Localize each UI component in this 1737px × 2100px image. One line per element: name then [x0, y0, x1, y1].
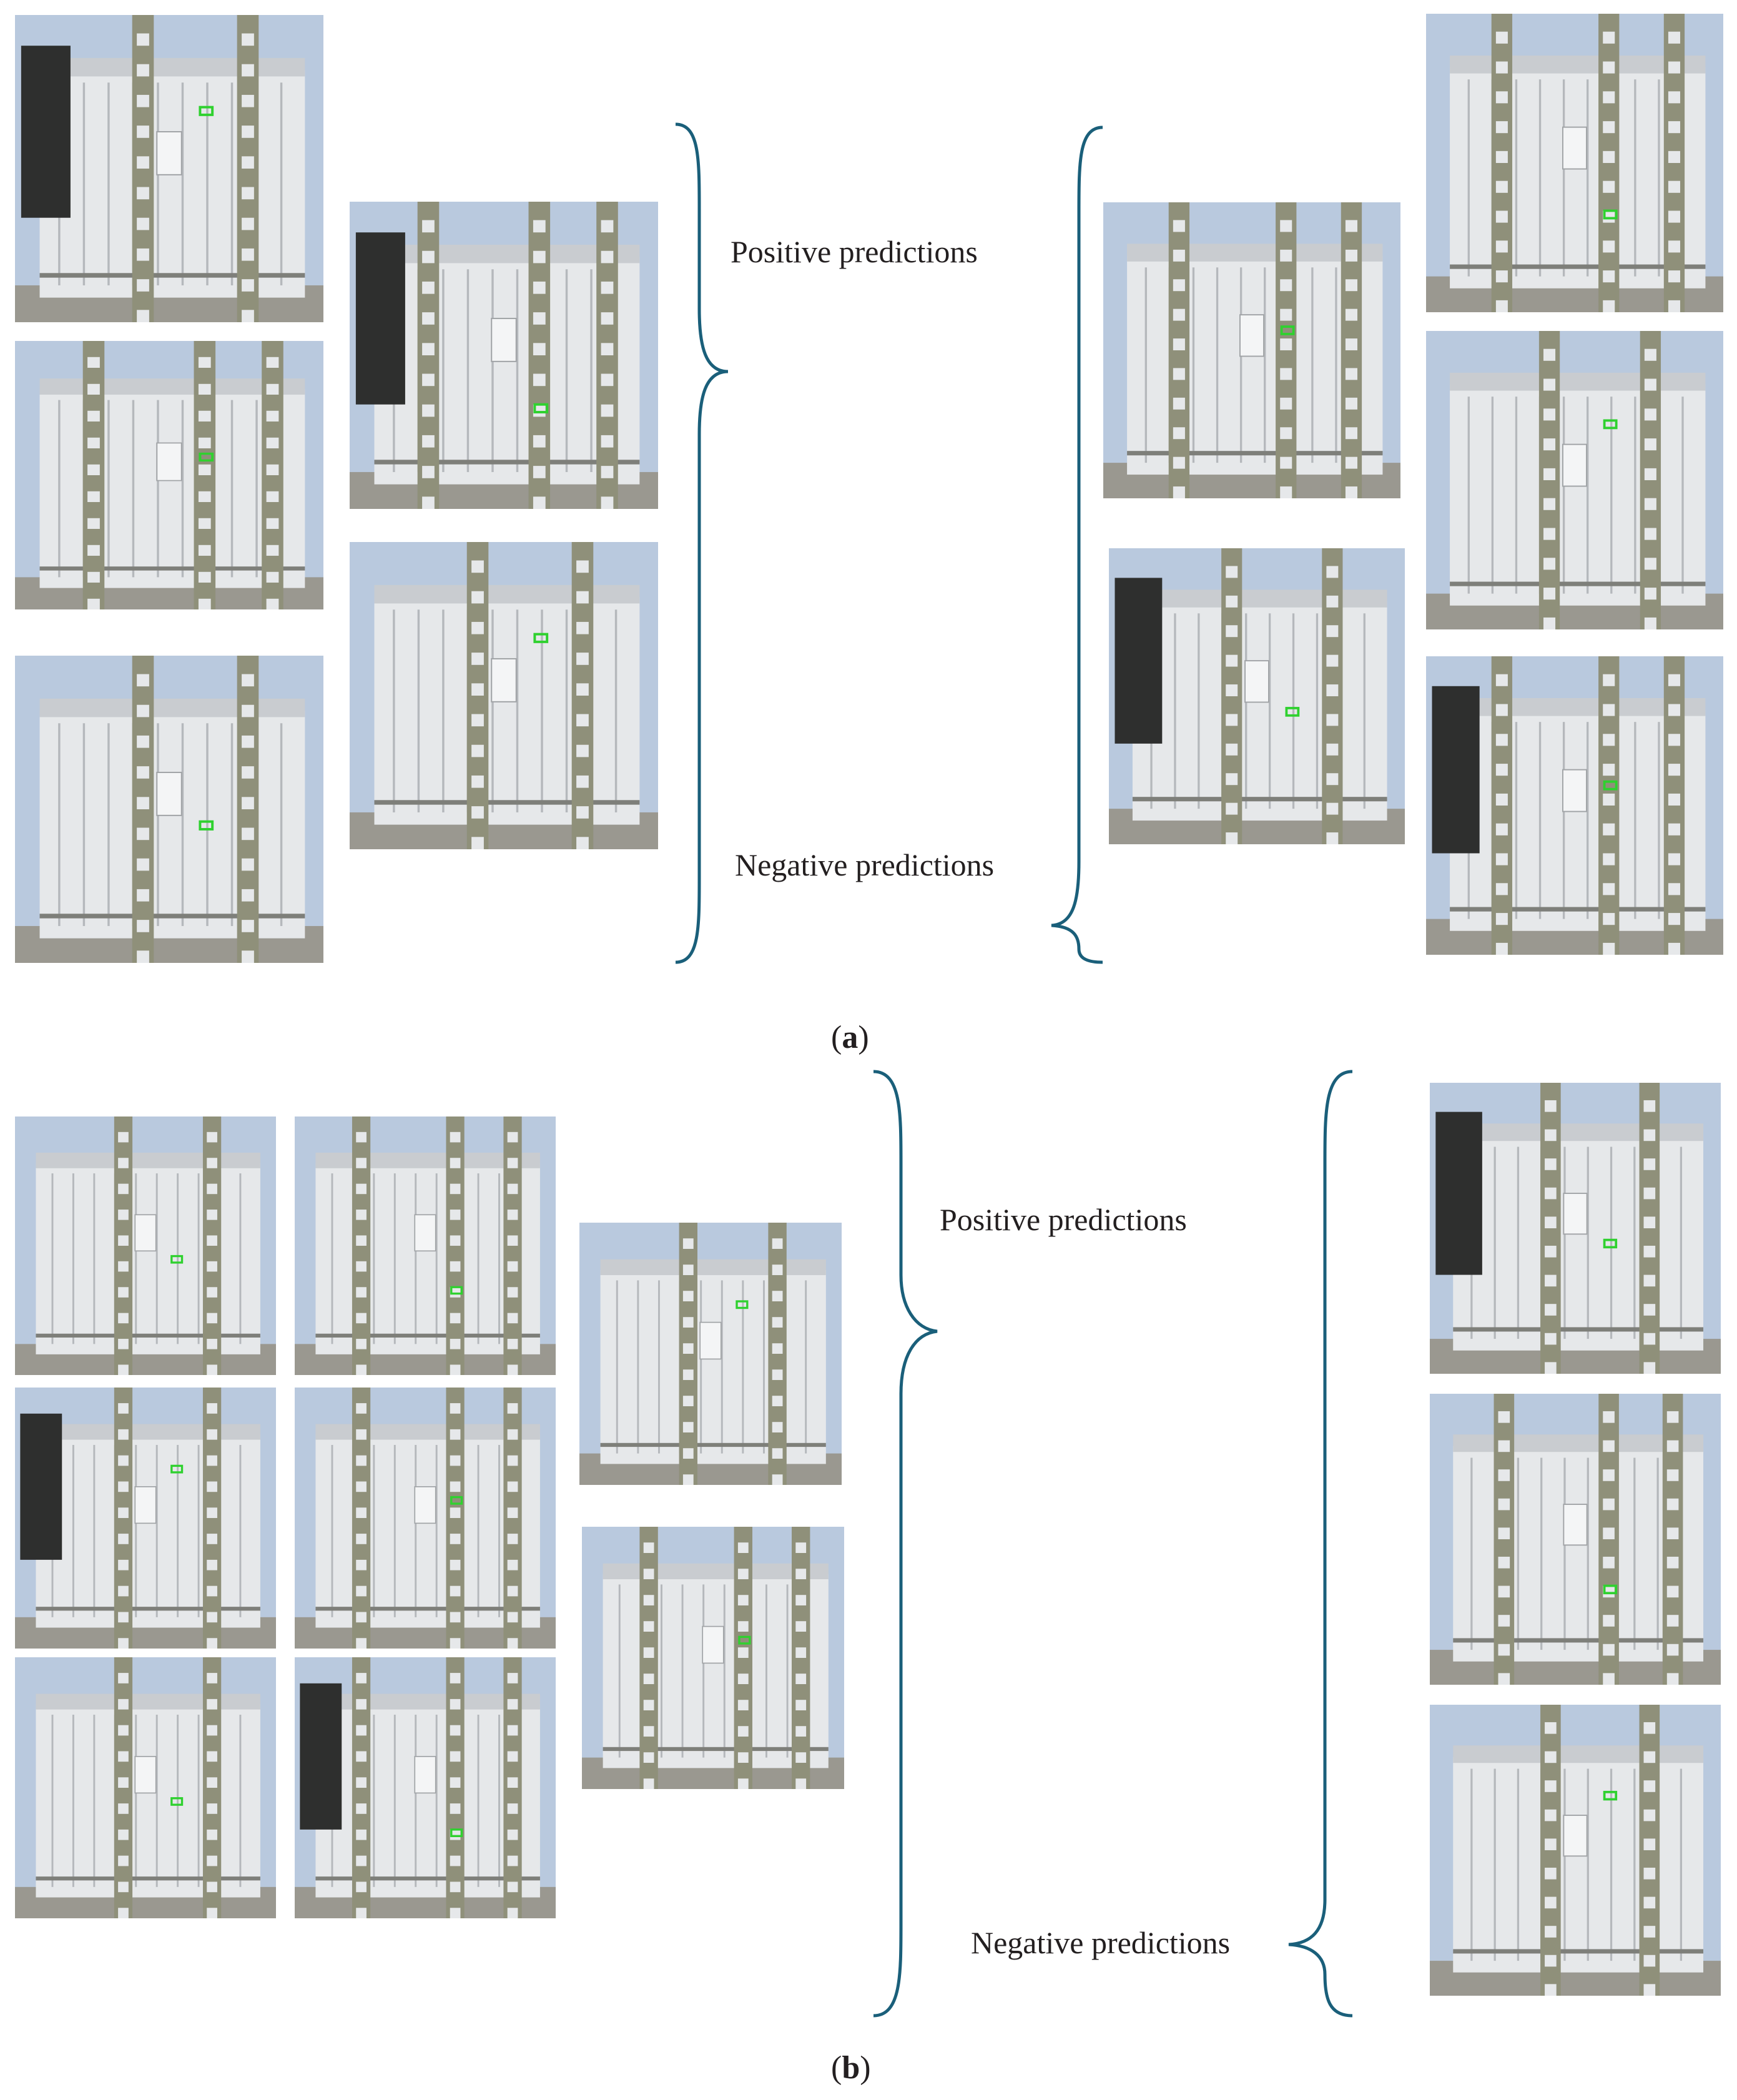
caption-a: (a): [831, 1020, 869, 1055]
transformer-photo: [1109, 548, 1405, 844]
b-positive-predictions-label: Positive predictions: [940, 1202, 1187, 1237]
photo-b-pos-7: [579, 1223, 842, 1485]
transformer-photo: [582, 1527, 844, 1789]
photo-b-pos-6: [295, 1657, 556, 1918]
photo-b-pos-5: [15, 1657, 276, 1918]
transformer-photo: [1426, 14, 1723, 312]
transformer-photo: [15, 341, 323, 609]
a-positive-predictions-label: Positive predictions: [731, 234, 978, 269]
transformer-photo: [350, 202, 658, 509]
brace-a-negative: [1051, 126, 1103, 964]
transformer-photo: [295, 1117, 556, 1375]
photo-b-neg-1: [1430, 1083, 1721, 1374]
photo-b-pos-1: [15, 1117, 276, 1375]
photo-b-pos-3: [15, 1388, 276, 1649]
photo-a-neg-2: [1109, 548, 1405, 844]
transformer-photo: [1430, 1394, 1721, 1685]
photo-b-pos-2: [295, 1117, 556, 1375]
photo-a-pos-3: [15, 656, 323, 963]
transformer-photo: [15, 1117, 276, 1375]
photo-a-pos-2: [15, 341, 323, 609]
transformer-photo: [15, 15, 323, 322]
transformer-photo: [350, 542, 658, 849]
transformer-photo: [579, 1223, 842, 1485]
transformer-photo: [295, 1657, 556, 1918]
caption-a-letter: a: [842, 1020, 859, 1055]
photo-a-pos-4: [350, 202, 658, 509]
caption-b-letter: b: [842, 2050, 860, 2086]
transformer-photo: [1426, 656, 1723, 955]
transformer-photo: [1430, 1083, 1721, 1374]
transformer-photo: [15, 1657, 276, 1918]
caption-b: (b): [831, 2050, 871, 2086]
brace-a-positive: [675, 122, 729, 964]
photo-a-neg-4: [1426, 331, 1723, 629]
transformer-photo: [295, 1388, 556, 1649]
transformer-photo: [1426, 331, 1723, 629]
photo-b-pos-4: [295, 1388, 556, 1649]
photo-a-pos-5: [350, 542, 658, 849]
photo-a-neg-1: [1103, 202, 1400, 498]
photo-a-neg-3: [1426, 14, 1723, 312]
photo-a-pos-1: [15, 15, 323, 322]
photo-a-neg-5: [1426, 656, 1723, 955]
brace-b-negative: [1288, 1070, 1353, 2018]
photo-b-pos-8: [582, 1527, 844, 1789]
transformer-photo: [15, 1388, 276, 1649]
photo-b-neg-3: [1430, 1705, 1721, 1996]
b-negative-predictions-label: Negative predictions: [971, 1925, 1231, 1960]
transformer-photo: [15, 656, 323, 963]
photo-b-neg-2: [1430, 1394, 1721, 1685]
a-negative-predictions-label: Negative predictions: [735, 847, 995, 882]
brace-b-positive: [873, 1070, 938, 2018]
transformer-photo: [1103, 202, 1400, 498]
transformer-photo: [1430, 1705, 1721, 1996]
